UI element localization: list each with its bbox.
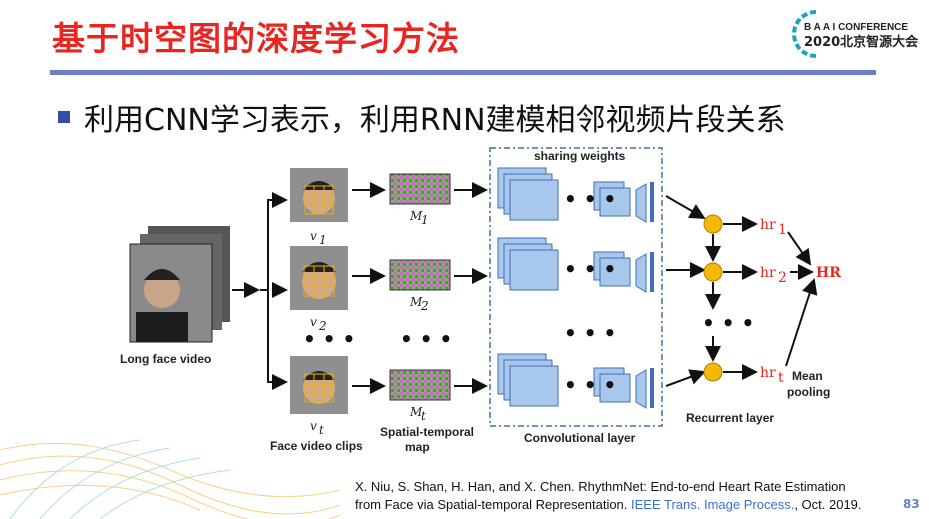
hr-t-sub: t xyxy=(778,370,784,386)
spatial-temporal-map-2 xyxy=(389,259,451,291)
hr-final-label: HR xyxy=(816,265,841,281)
face-clip-1 xyxy=(290,168,348,222)
baai-conference-logo: B A A I CONFERENCE 2020北京智源大会 xyxy=(792,10,919,58)
cnn-row-2-ellipsis: • • • xyxy=(564,257,616,281)
cnn-row-t-ellipsis: • • • xyxy=(564,373,616,397)
convolutional-layer-label: Convolutional layer xyxy=(524,431,636,445)
rnn-node-2 xyxy=(703,262,723,282)
cnn-row-t xyxy=(497,353,654,409)
map-2-label: M xyxy=(409,295,423,309)
map-1-label: M xyxy=(409,209,423,223)
citation: X. Niu, S. Shan, H. Han, and X. Chen. Rh… xyxy=(355,478,862,514)
mean-pooling-line2: pooling xyxy=(787,385,830,399)
logo-line1: B A A I CONFERENCE xyxy=(804,22,908,33)
cnn-row-1 xyxy=(497,167,654,223)
long-face-video-label: Long face video xyxy=(120,352,211,366)
citation-date: , Oct. 2019. xyxy=(794,497,862,512)
hr-2-label: hr xyxy=(760,265,776,281)
mean-pooling-line1: Mean xyxy=(792,369,823,383)
clips-ellipsis: • • • xyxy=(303,327,355,351)
cnn-rows-ellipsis: • • • xyxy=(564,321,616,345)
clip-1-sub: 1 xyxy=(319,233,327,247)
map-label-line1: Spatial-temporal xyxy=(380,425,474,439)
clip-t-sub: t xyxy=(319,423,324,437)
citation-line1: X. Niu, S. Shan, H. Han, and X. Chen. Rh… xyxy=(355,479,846,494)
citation-text: from Face via Spatial-temporal Represent… xyxy=(355,497,632,512)
page-number: 83 xyxy=(903,497,920,511)
logo-ring xyxy=(792,10,817,58)
logo-line2: 2020北京智源大会 xyxy=(804,34,919,50)
recurrent-layer-label: Recurrent layer xyxy=(686,411,774,425)
long-face-video xyxy=(129,226,230,343)
citation-journal: IEEE Trans. Image Process. xyxy=(631,497,795,512)
hr-t-label: hr xyxy=(760,365,776,381)
bullet-square-icon xyxy=(58,111,70,123)
face-clips-label: Face video clips xyxy=(270,439,363,453)
decorative-mesh xyxy=(0,439,340,519)
spatial-temporal-map-t xyxy=(389,369,451,401)
cnn-row-2 xyxy=(497,237,654,293)
clip-t-label: v xyxy=(310,419,317,433)
maps-ellipsis: • • • xyxy=(400,327,452,351)
map-t-sub: t xyxy=(421,409,426,423)
face-clip-t xyxy=(290,356,348,414)
rnn-node-1 xyxy=(703,214,723,234)
rhythmnet-diagram: Long face video v 1 v 2 • • • xyxy=(120,147,841,454)
map-label-line2: map xyxy=(405,440,430,454)
hr-1-sub: 1 xyxy=(778,222,787,238)
sharing-weights-label: sharing weights xyxy=(534,149,626,163)
bullet-text: 利用CNN学习表示，利用RNN建模相邻视频片段关系 xyxy=(84,103,786,138)
cnn-row-1-ellipsis: • • • xyxy=(564,187,616,211)
clip-1-label: v xyxy=(310,229,317,243)
title-divider xyxy=(50,70,876,75)
hr-2-sub: 2 xyxy=(778,270,787,286)
map-1-sub: 1 xyxy=(421,213,429,227)
map-2-sub: 2 xyxy=(420,299,429,313)
map-t-label: M xyxy=(409,405,423,419)
hr-1-label: hr xyxy=(760,217,776,233)
clip-2-sub: 2 xyxy=(318,319,327,333)
face-clip-2 xyxy=(290,246,348,310)
rnn-node-t xyxy=(703,362,723,382)
clip-2-label: v xyxy=(310,315,317,329)
rnn-ellipsis: • • • xyxy=(702,311,754,335)
convolutional-layer-box xyxy=(489,147,663,427)
slide-title: 基于时空图的深度学习方法 xyxy=(52,19,460,58)
citation-line2: from Face via Spatial-temporal Represent… xyxy=(355,496,862,514)
spatial-temporal-map-1 xyxy=(389,173,451,205)
